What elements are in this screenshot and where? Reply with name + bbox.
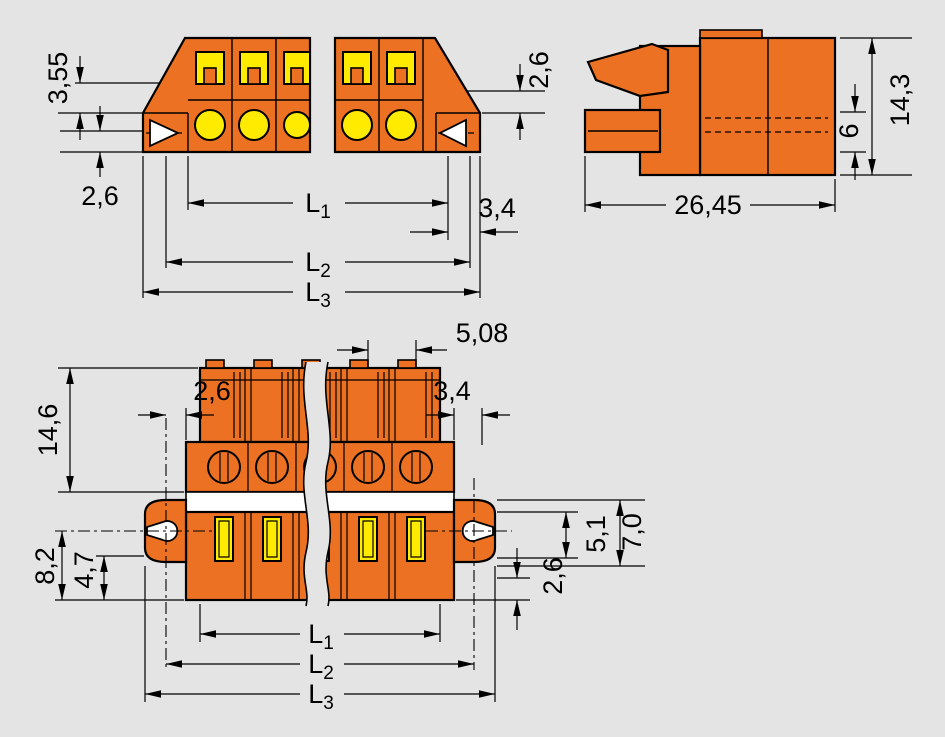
side-view-dimension-lines <box>584 37 912 212</box>
conductor-entries <box>341 109 417 141</box>
front-view-dimension-labels: 5,08 2,6 3,4 14,6 8,2 4,7 5,1 7,0 2,6 L1… <box>30 318 647 714</box>
dim-label-3-55: 3,55 <box>43 52 73 105</box>
front-view: 5,08 2,6 3,4 14,6 8,2 4,7 5,1 7,0 2,6 L1… <box>30 318 647 714</box>
dim-label-l3: L3 <box>308 679 334 714</box>
dim-label-l1: L1 <box>305 188 331 223</box>
side-view-dimension-labels: 14,3 6 26,45 <box>674 74 915 220</box>
dim-label-26-45: 26,45 <box>674 190 742 220</box>
break-lines <box>302 361 332 607</box>
dim-label-14-3: 14,3 <box>885 74 915 127</box>
center-lines <box>55 418 512 670</box>
clamp-windows <box>195 51 311 85</box>
dim-label-l2: L2 <box>308 649 334 684</box>
dim-label-6: 6 <box>834 123 864 138</box>
top-view: 3,55 2,6 2,6 3,4 L1 L2 L3 <box>43 36 554 312</box>
conductor-entries <box>194 109 311 141</box>
top-view-dimension-labels: 3,55 2,6 2,6 3,4 L1 L2 L3 <box>43 51 554 312</box>
locking-lever <box>586 42 670 98</box>
keying-wedge-left <box>149 118 181 148</box>
dim-label-3-4: 3,4 <box>433 376 471 406</box>
keyhole-slot-left <box>146 520 179 542</box>
dim-label-4-7: 4,7 <box>69 551 99 589</box>
clamp-windows <box>342 51 416 85</box>
dim-label-8-2: 8,2 <box>30 547 60 585</box>
dim-label-7-0: 7,0 <box>617 513 647 551</box>
dim-label-l3: L3 <box>305 277 331 312</box>
dim-label-2-6-left: 2,6 <box>81 181 119 211</box>
dim-label-l2: L2 <box>305 247 331 282</box>
side-view: 14,3 6 26,45 <box>583 29 915 220</box>
top-view-dimension-lines <box>58 56 545 298</box>
dim-label-2-6-right: 2,6 <box>524 51 554 89</box>
front-view-dimension-lines <box>55 340 645 702</box>
dim-label-14-6: 14,6 <box>33 404 63 457</box>
dim-label-2-6-bottom: 2,6 <box>538 557 568 595</box>
dim-label-5-1: 5,1 <box>581 515 611 553</box>
dim-label-3-4: 3,4 <box>478 193 516 223</box>
front-view-housing <box>55 359 512 670</box>
top-view-housing-right-half <box>333 36 482 154</box>
side-view-housing <box>583 29 837 177</box>
top-rib <box>699 29 763 39</box>
top-view-housing-left-half <box>141 36 312 154</box>
dim-label-2-6-left: 2,6 <box>193 376 231 406</box>
dim-label-5-08: 5,08 <box>456 318 509 348</box>
keying-wedge-right <box>437 118 467 148</box>
dim-label-l1: L1 <box>308 619 334 654</box>
